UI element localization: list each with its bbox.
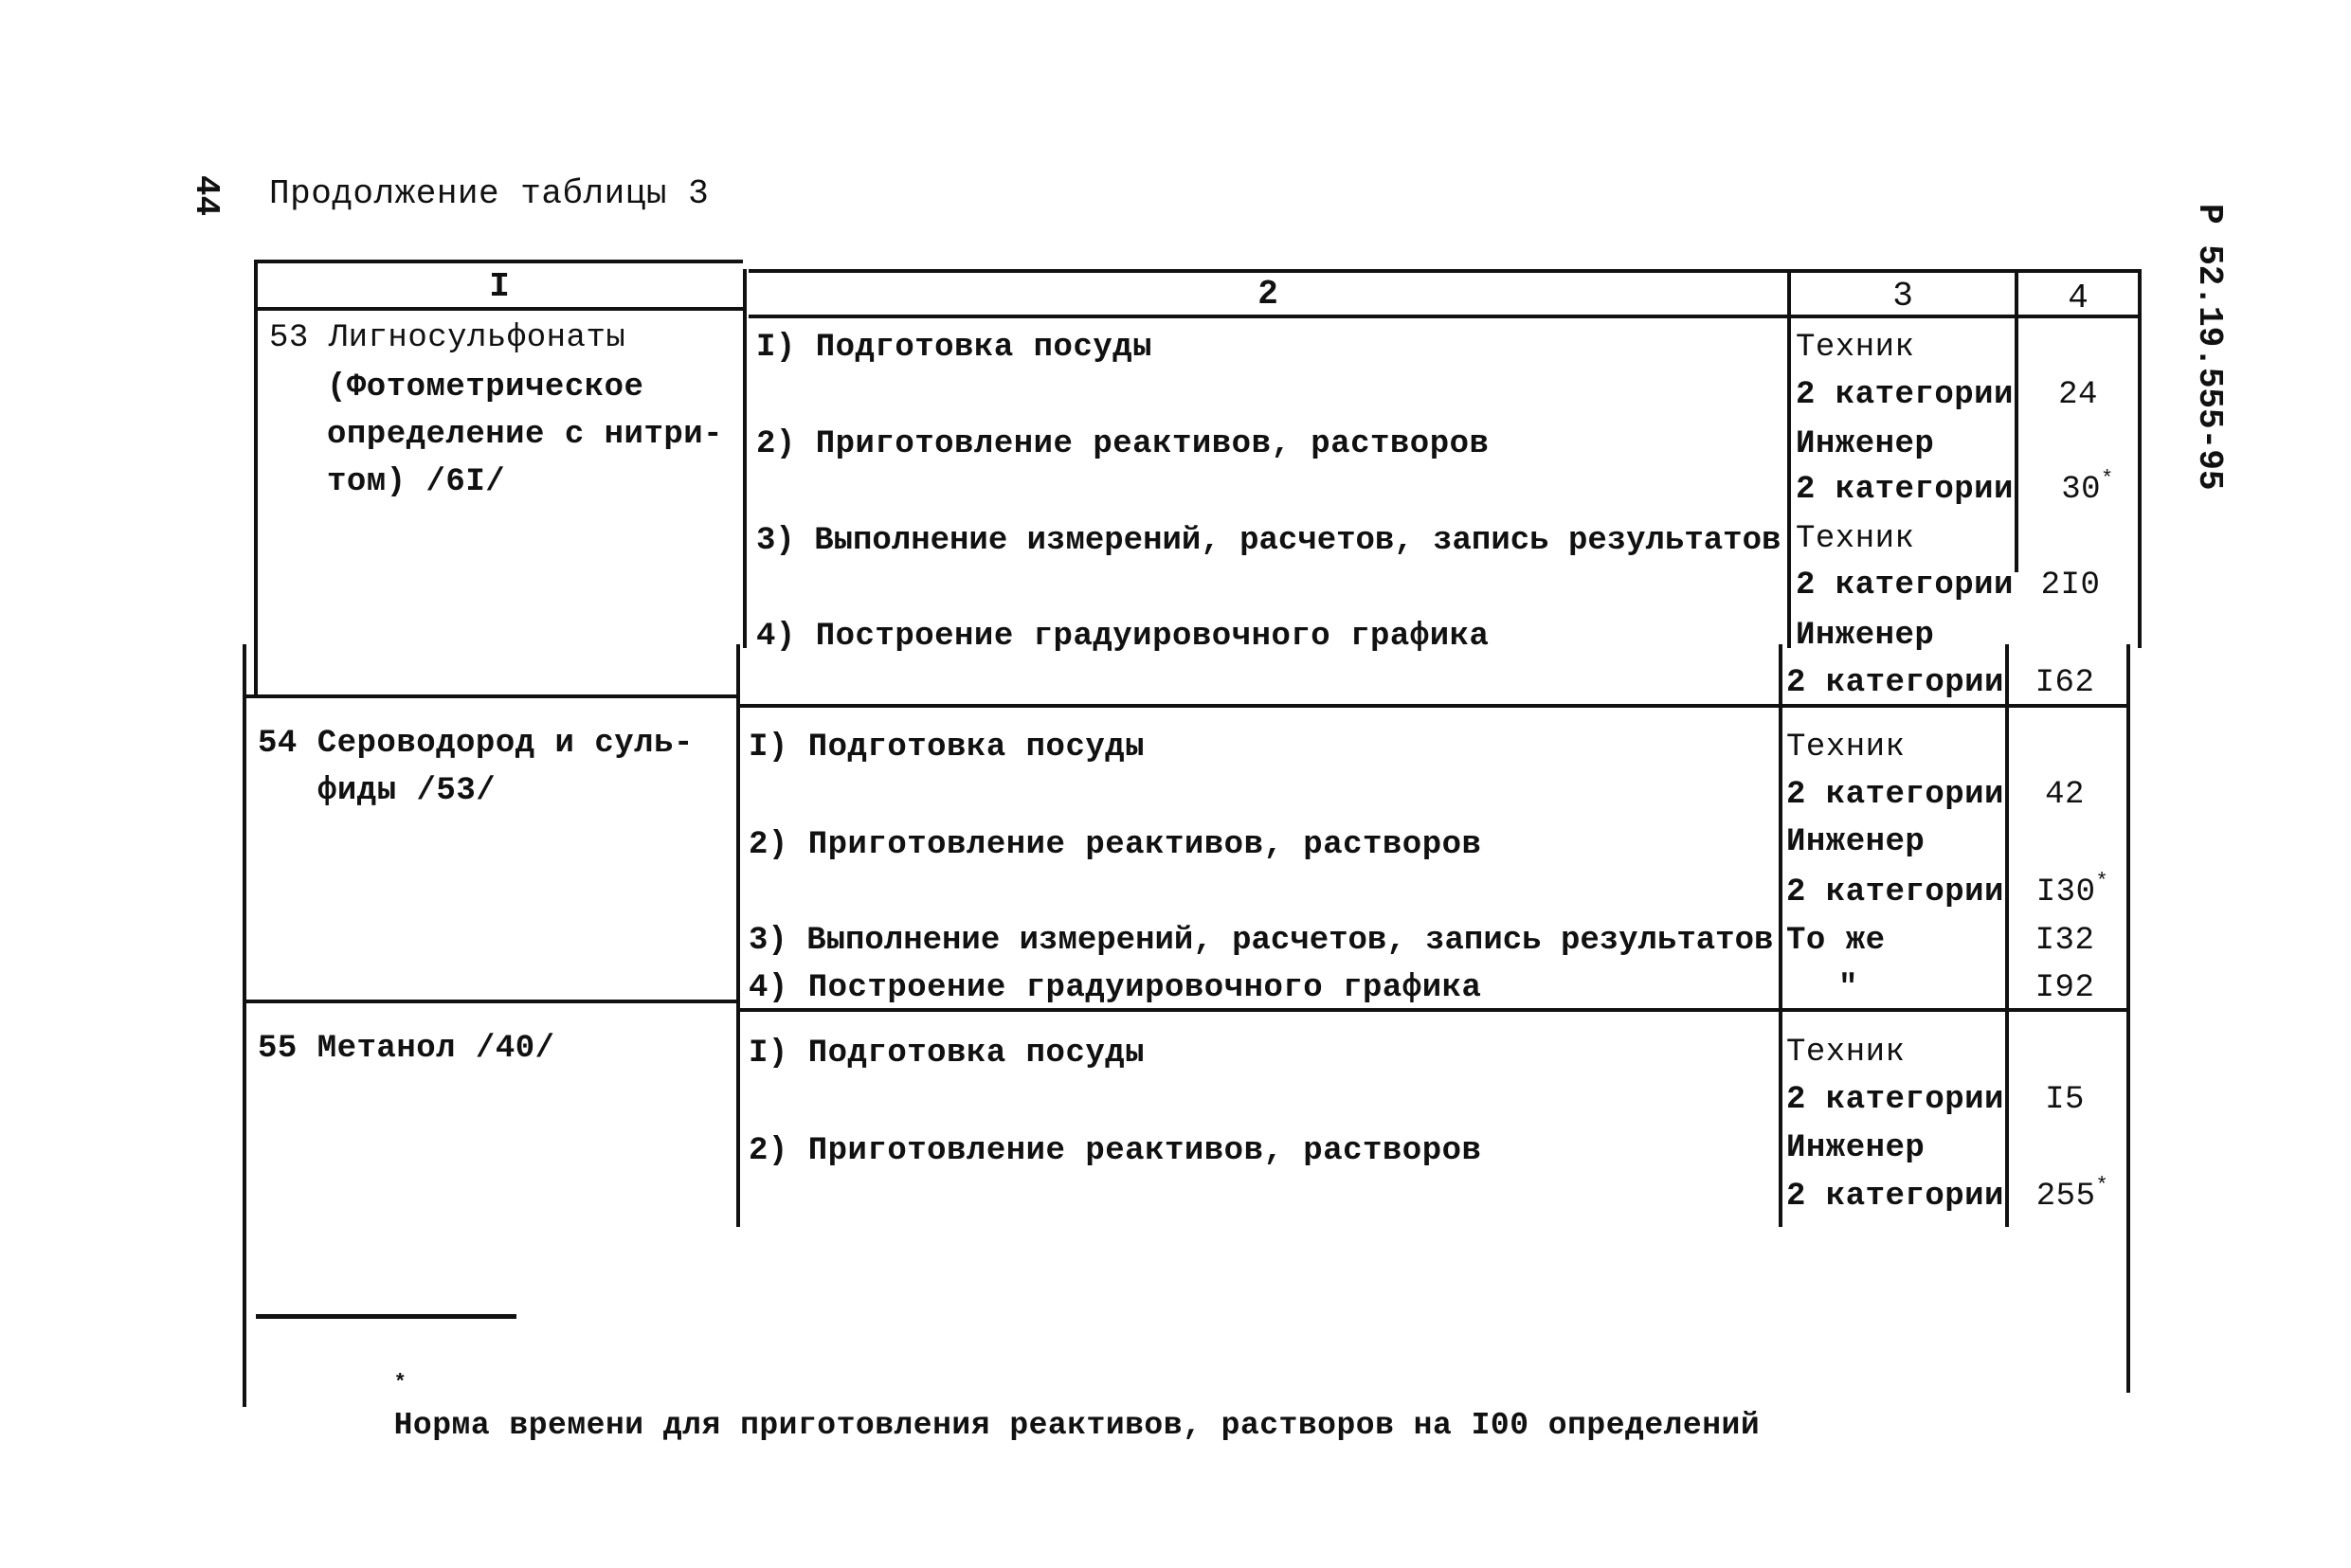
document-code: Р 52.19.555-95 [2190,204,2229,491]
row-54-value-2: I30* [2035,870,2109,910]
row-54-name-line-2: фиды /53/ [317,773,497,809]
row-53-name-line-4: том) /6I/ [327,464,506,500]
header-col-3: 3 [1892,277,1913,315]
header-col-1: I [489,267,510,306]
row-54-perf-2b: 2 категории [1786,874,2004,910]
row-55-op-2: 2) Приготовление реактивов, растворов [749,1133,1482,1169]
star-mark: * [2095,870,2109,893]
row-54-perf-1b: 2 категории [1786,777,2004,813]
row-53-name-line-1: 53 Лигносульфонаты [269,320,626,356]
row-54-op-1: I) Подготовка посуды [749,730,1146,766]
row-53-perf-2a: Инженер [1796,426,1935,462]
left-border-lower [243,644,246,1407]
row-54-op-2: 2) Приготовление реактивов, растворов [749,827,1482,863]
row-55-value-1: I5 [2045,1082,2085,1118]
row-54-perf-3: То же [1786,923,1886,959]
row-54-border-bottom-col1 [244,1000,737,1003]
col1-col2-border-lower [736,644,740,1227]
row-54-value-3: I32 [2035,923,2095,959]
row-53-perf-4b: 2 категории [1786,665,2004,701]
row-54-border-bottom-col2-4 [737,1008,2128,1012]
row-55-value-2: 255* [2035,1174,2109,1215]
footnote-separator [256,1314,516,1319]
row-54-perf-1a: Техник [1786,730,1906,766]
row-55-perf-2a: Инженер [1786,1130,1926,1166]
row-53-value-4: I62 [2035,665,2095,701]
table-border-top-col2-4 [749,269,2140,273]
col3-col4-border-upper [2015,269,2018,572]
row-53-op-4: 4) Построение градуировочного графика [756,619,1490,655]
table-border-top-col1 [256,260,743,263]
col2-col3-border-upper [1787,269,1791,648]
col1-col2-border-upper [743,269,747,648]
row-54-perf-2a: Инженер [1786,824,1926,860]
row-53-value-1: 24 [2058,377,2098,413]
left-border-upper [254,260,258,695]
row-54-value-4: I92 [2035,970,2095,1006]
header-border-bottom-col1 [256,307,743,311]
table-caption: Продолжение таблицы 3 [269,174,710,213]
star-mark: * [2101,467,2114,491]
row-54-op-4: 4) Построение градуировочного графика [749,970,1482,1006]
row-55-perf-2b: 2 категории [1786,1179,2004,1215]
footnote-mark: * [393,1371,407,1395]
col3-col4-border-lower [2005,644,2009,1227]
header-col-2: 2 [1257,275,1278,314]
row-54-name-line-1: 54 Сероводород и суль- [258,726,694,762]
page-number: 44 [187,174,226,217]
footnote: * Норма времени для приготовления реакти… [355,1345,1760,1442]
row-55-op-1: I) Подготовка посуды [749,1036,1146,1072]
row-53-border-bottom-col2-4 [739,704,2128,708]
row-53-name-line-3: определение с нитри- [327,417,724,453]
row-55-perf-1b: 2 категории [1786,1082,2004,1118]
row-53-value-3: 2I0 [2040,568,2101,604]
row-55-perf-1a: Техник [1786,1035,1906,1071]
star-mark: * [2095,1174,2109,1198]
right-border-lower [2126,644,2130,1393]
row-54-value-1: 42 [2045,777,2085,813]
row-53-perf-3a: Техник [1796,521,1915,557]
row-55-name-line-1: 55 Метанол /40/ [258,1031,555,1067]
col2-col3-border-lower [1779,644,1782,1227]
right-border-upper [2138,269,2142,648]
row-53-perf-1a: Техник [1796,330,1915,366]
row-53-value-2: 30* [2061,467,2114,508]
row-53-perf-1b: 2 категории [1796,377,2014,413]
row-53-op-1: I) Подготовка посуды [756,330,1153,366]
row-53-perf-3b: 2 категории [1796,568,2014,604]
row-54-op-3: 3) Выполнение измерений, расчетов, запис… [749,923,1774,959]
row-54-perf-4: " [1838,970,1858,1006]
row-53-name-line-2: (Фотометрическое [327,369,644,406]
row-53-op-3: 3) Выполнение измерений, расчетов, запис… [756,523,1781,559]
header-border-bottom-col2-4 [749,315,2140,318]
row-53-perf-4a: Инженер [1796,618,1935,654]
row-53-border-bottom-col1 [244,694,739,698]
row-53-op-2: 2) Приготовление реактивов, растворов [756,426,1490,462]
row-53-perf-2b: 2 категории [1796,472,2014,508]
header-col-4: 4 [2068,279,2089,317]
footnote-text: Норма времени для приготовления реактиво… [393,1408,1761,1443]
